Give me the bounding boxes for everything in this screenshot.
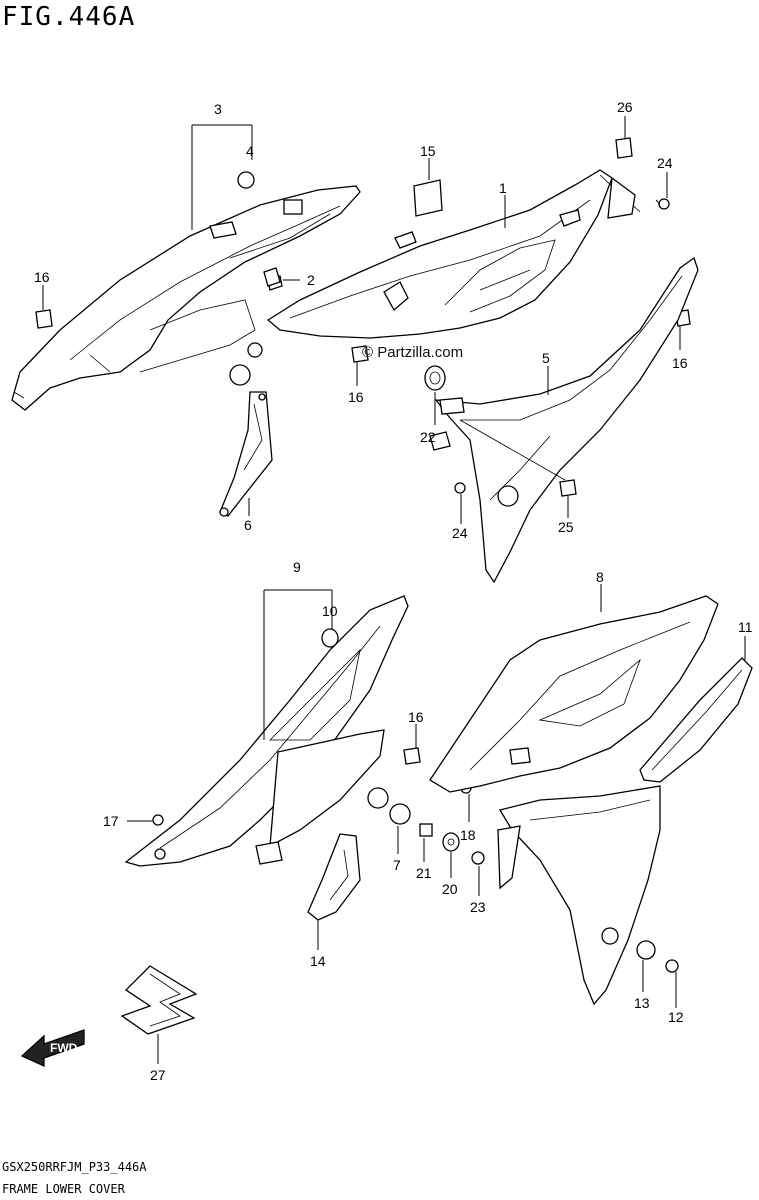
callout-16-mid: 16: [348, 389, 364, 405]
part-23-bolt: [471, 851, 485, 865]
callout-24-top: 24: [657, 155, 673, 171]
figure-code: GSX250RRFJM_P33_446A: [2, 1160, 147, 1174]
callout-15: 15: [420, 143, 436, 159]
part-21-spacer: [419, 823, 433, 837]
callout-3: 3: [214, 101, 222, 117]
callout-9: 9: [293, 559, 301, 575]
figure-name: FRAME LOWER COVER: [2, 1182, 125, 1196]
callout-12: 12: [668, 1009, 684, 1025]
callout-25: 25: [558, 519, 574, 535]
callout-2: 2: [307, 272, 315, 288]
part-20-washer: [442, 832, 460, 852]
part-22-grommet: [424, 365, 446, 391]
fwd-arrow-icon: FWD: [20, 1029, 85, 1068]
lower-inner-panel: [497, 785, 661, 1006]
part-16-clip-low: [403, 747, 421, 765]
part-15-label: [413, 179, 443, 217]
callout-10: 10: [322, 603, 338, 619]
part-2-nut: [263, 267, 281, 287]
part-12-screw: [665, 959, 679, 973]
callout-17: 16: [34, 269, 50, 285]
part-5-inner-cover: [429, 256, 699, 584]
callout-23: 23: [470, 899, 486, 915]
part-7-collar: [389, 803, 411, 825]
callout-1: 1: [499, 180, 507, 196]
part-17-pad: [35, 309, 53, 329]
part-24-screw-mid: [454, 482, 466, 494]
callout-7: 7: [393, 857, 401, 873]
callout-13: 13: [634, 995, 650, 1011]
part-10-grommet: [321, 628, 339, 648]
part-18-screw: [152, 814, 164, 826]
callout-11: 11: [738, 619, 753, 635]
callout-24-mid: 24: [452, 525, 468, 541]
part-8-lower-cover-right: [429, 595, 719, 793]
fwd-label: FWD: [50, 1041, 78, 1055]
callout-8: 8: [596, 569, 604, 585]
part-6-bracket: [219, 391, 273, 517]
callout-labels: 3 4 1 2 26 15 24 16 16 16 22 5 6 24 25 9…: [34, 99, 753, 1083]
part-13-collar: [636, 940, 656, 960]
part-11-side-strip: [639, 657, 753, 783]
part-27-emblem: [120, 965, 198, 1035]
part-3-upper-cover-left: [11, 171, 361, 411]
part-24-screw-top: [655, 198, 670, 210]
callout-27: 27: [150, 1067, 166, 1083]
callout-14: 14: [310, 953, 326, 969]
part-14-bracket: [307, 833, 361, 921]
figure-title: FIG.446A: [2, 2, 136, 32]
callout-26: 26: [617, 99, 633, 115]
callout-16-low: 16: [408, 709, 424, 725]
part-25-label: [559, 479, 577, 497]
callout-16-top: 16: [672, 355, 688, 371]
callout-6: 6: [244, 517, 252, 533]
callout-20: 20: [442, 881, 458, 897]
watermark: © Partzilla.com: [362, 344, 464, 361]
callout-5: 5: [542, 350, 550, 366]
part-1-upper-cover-right: [266, 169, 641, 339]
part-9-lower-cover-left: [124, 595, 409, 867]
callout-4: 4: [246, 143, 254, 159]
part-16-clip-mid: [351, 345, 369, 363]
callout-22: 22: [420, 429, 436, 445]
part-26-label: [615, 137, 633, 159]
leader-lines: [42, 116, 746, 1064]
callout-19: 18: [460, 827, 476, 843]
callout-21: 21: [416, 865, 432, 881]
callout-18: 17: [103, 813, 119, 829]
